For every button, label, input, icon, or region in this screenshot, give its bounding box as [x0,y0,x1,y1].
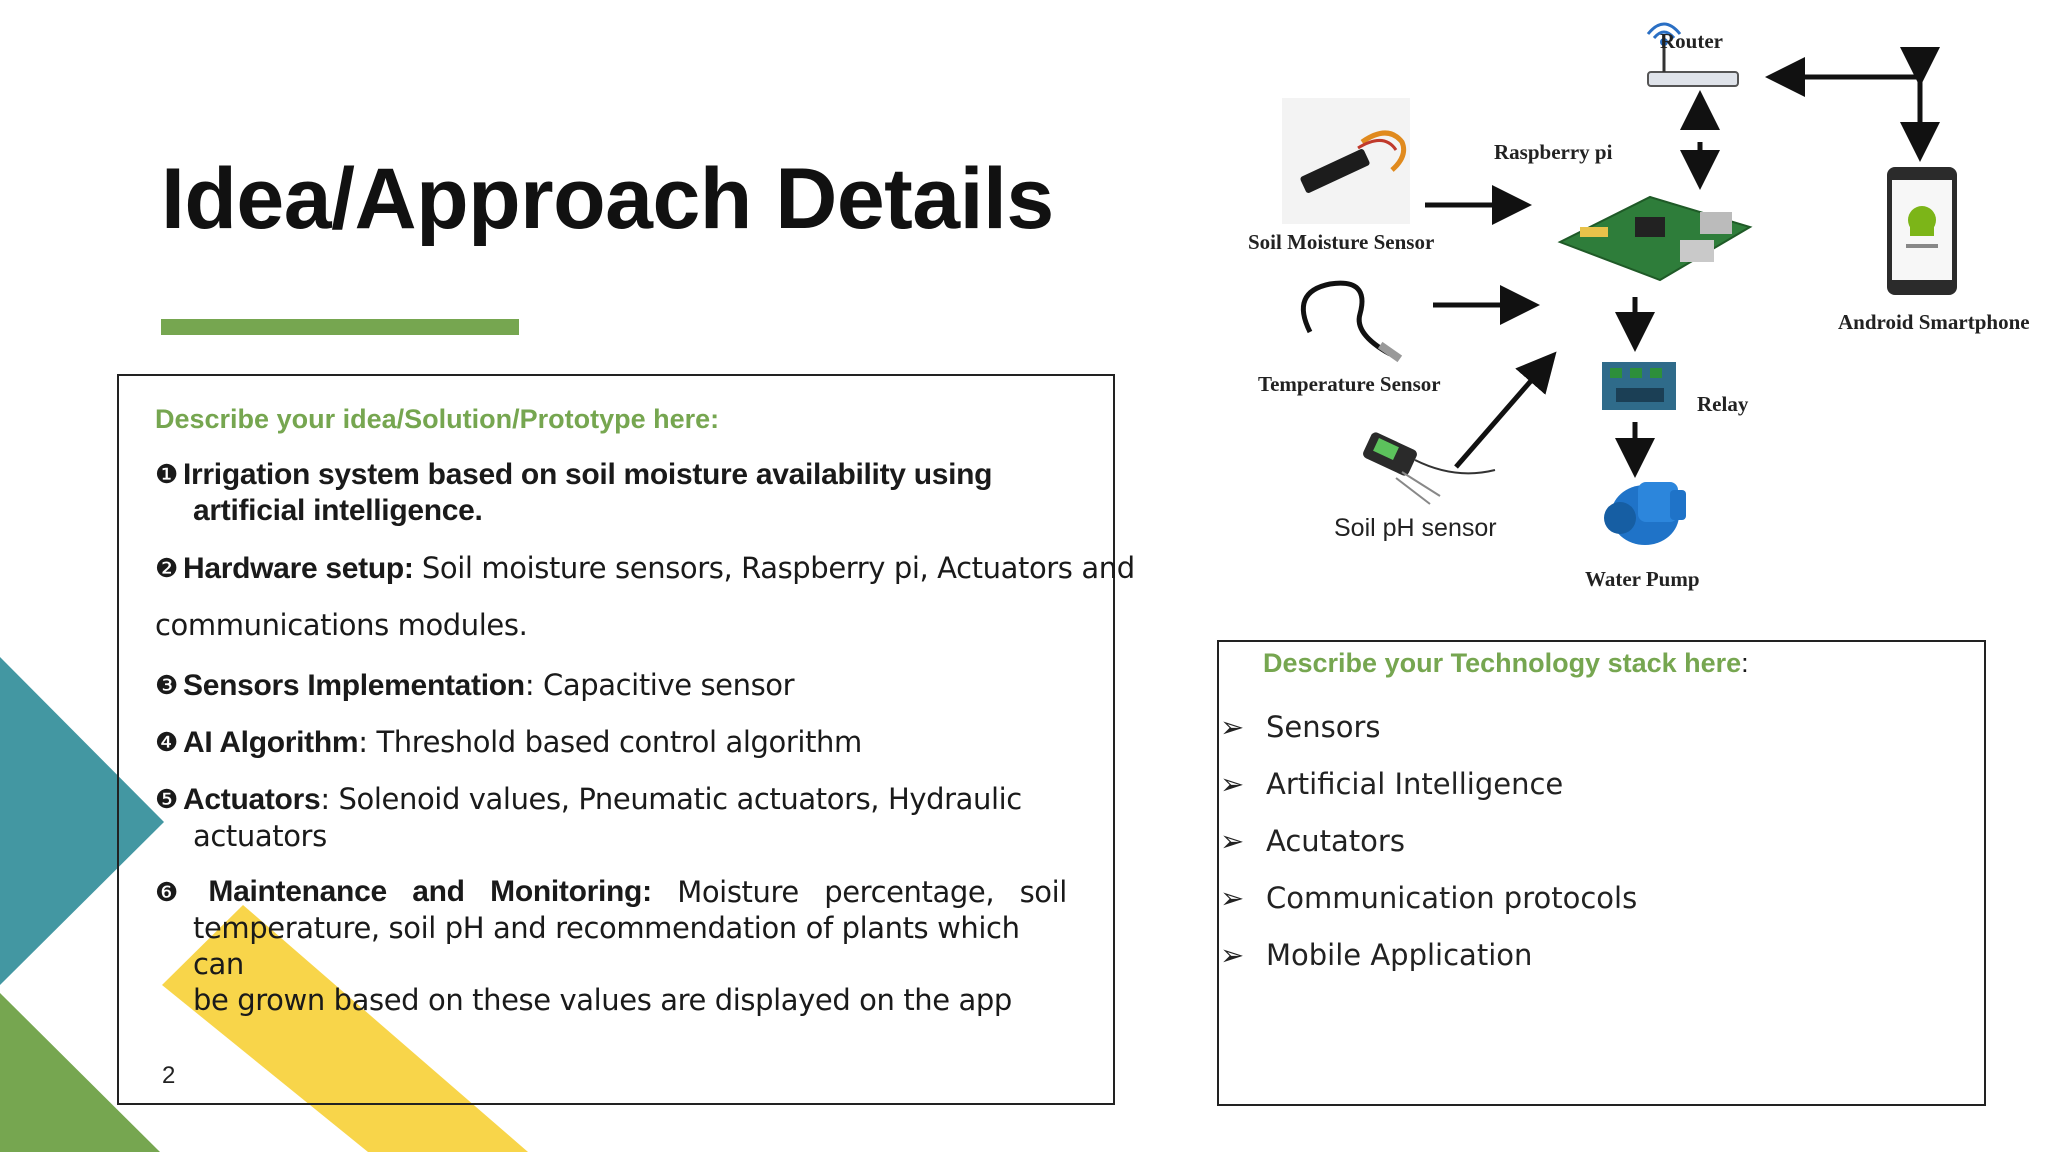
temperature-sensor-label: Temperature Sensor [1258,372,1441,396]
item-label-word: Monitoring: [490,875,652,908]
raspberry-pi-board-icon [1557,195,1753,282]
idea-box [117,374,1115,1105]
tech-item: ➢ Acutators [1220,812,1637,869]
item-marker: ❷ [155,553,179,583]
item-label: Hardware setup: [183,552,414,585]
android-smartphone-icon [1887,167,1957,295]
item-continuation: communications modules. [155,608,528,642]
tech-item: ➢ Sensors [1220,698,1637,755]
item-marker: ❸ [155,670,179,700]
tech-list: ➢ Sensors ➢ Artificial Intelligence ➢ Acuta… [1220,698,1637,983]
item-label: Actuators [183,783,321,816]
arrow-bullet-icon: ➢ [1220,709,1245,744]
item-marker: ❶ [155,459,179,489]
item-marker: ❺ [155,784,179,814]
soil-ph-sensor-icon [1363,432,1496,505]
item-continuation: be grown based on these values are displ… [193,983,1012,1017]
item-continuation: actuators [193,819,327,853]
tech-heading-colon: : [1741,648,1749,678]
router-icon [1646,22,1739,87]
tech-item-label: Mobile Application [1266,937,1533,972]
idea-item-6: ❻ Maintenance and Monitoring: Moisture p… [155,874,1075,1018]
tech-stack-box [1217,640,1986,1106]
title-underline [161,319,519,335]
water-pump-label: Water Pump [1585,567,1700,591]
page-number: 2 [162,1062,176,1089]
item-label: Irrigation system based on soil moisture… [183,458,993,491]
arrow-bullet-icon: ➢ [1220,766,1245,801]
idea-item-2-continuation: communications modules. [155,607,528,644]
tech-heading-text: Describe your Technology stack here [1263,648,1742,678]
arrow-bullet-icon: ➢ [1220,823,1245,858]
arrow-bullet-icon: ➢ [1220,937,1245,972]
relay-label: Relay [1697,392,1749,416]
tech-item-label: Acutators [1266,823,1405,858]
soil-moisture-sensor-icon [1282,98,1410,224]
relay-board-icon [1602,362,1676,410]
item-marker: ❻ [155,877,179,907]
soil-moisture-sensor-label: Soil Moisture Sensor [1248,230,1435,254]
android-smartphone-label: Android Smartphone [1838,310,2030,334]
tech-item: ➢ Mobile Application [1220,926,1637,983]
item-text-word: percentage, [824,875,995,909]
item-6-first-line: ❻ Maintenance and Monitoring: Moisture p… [155,874,1067,910]
diagram-arrows [1425,47,1940,478]
item-label-word: and [412,875,465,908]
item-text-word: Moisture [677,875,799,909]
tech-item-label: Sensors [1266,709,1381,744]
item-marker: ❹ [155,727,179,757]
item-label-word: Maintenance [208,875,387,908]
item-text: : Capacitive sensor [524,668,795,702]
tech-item: ➢ Artificial Intelligence [1220,755,1637,812]
item-text: : Solenoid values, Pneumatic actuators, … [320,782,1022,816]
item-label: Sensors Implementation [183,669,525,702]
slide-title: Idea/Approach Details [161,151,1054,247]
idea-heading: Describe your idea/Solution/Prototype he… [155,404,720,434]
raspberry-pi-label: Raspberry pi [1494,140,1613,164]
tech-item-label: Communication protocols [1266,880,1638,915]
temperature-probe-icon [1300,280,1403,363]
water-pump-icon [1604,482,1686,545]
tech-item-label: Artificial Intelligence [1266,766,1564,801]
diagram-graphics [1282,22,1957,545]
router-label: Router [1660,29,1723,53]
item-continuation: temperature, soil pH and recommendation … [193,911,1020,981]
tech-heading: Describe your Technology stack here: [1263,648,1749,679]
item-label: AI Algorithm [183,726,359,759]
item-text-word: soil [1019,875,1068,909]
system-diagram: Router Raspberry pi Soil Moisture Sensor… [1230,12,2040,612]
item-text: : Threshold based control algorithm [358,725,862,759]
soil-ph-sensor-label: Soil pH sensor [1334,514,1497,542]
item-continuation: artificial intelligence. [193,494,483,527]
arrow-bullet-icon: ➢ [1220,880,1245,915]
tech-item: ➢ Communication protocols [1220,869,1637,926]
item-text: Soil moisture sensors, Raspberry pi, Act… [421,551,1135,585]
